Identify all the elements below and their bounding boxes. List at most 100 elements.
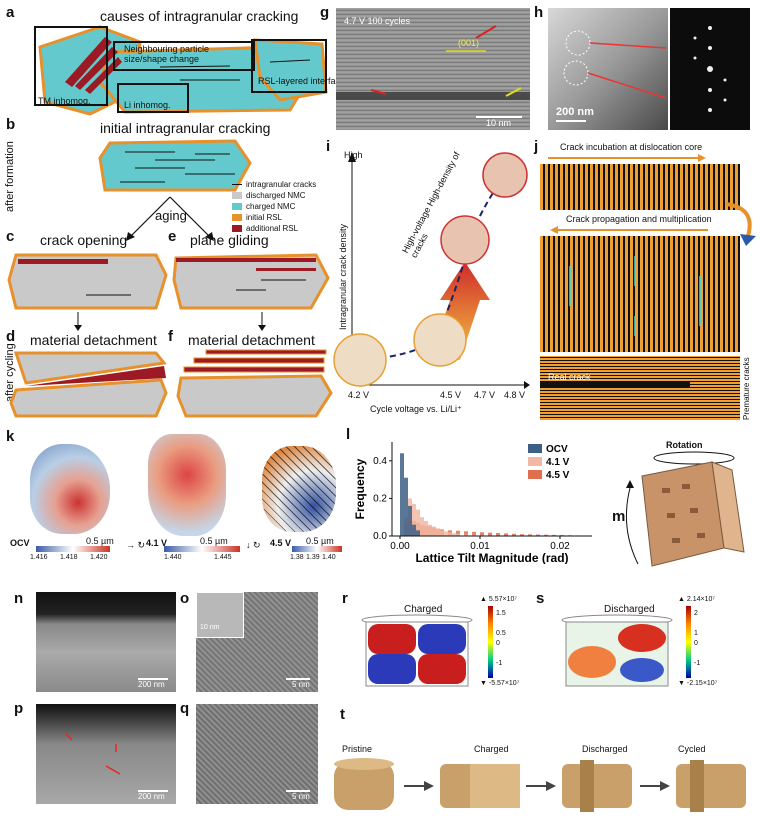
y-tick-label: 0.0 [373,531,387,542]
g-scale: 10 nm [486,118,512,128]
s-tick: 1 [694,630,698,637]
panel-m-label: m [612,508,626,525]
bar-4.5v [464,531,468,536]
s-min: ▼ -2.15×10⁷ [678,680,718,687]
s-tick: 0 [694,640,698,647]
bar-ocv [404,477,408,536]
panel-q-label: q [180,700,190,717]
n-scalebar [138,678,168,680]
panel-r-label: r [342,590,348,607]
legend-swatch [528,444,542,453]
r-tick: 0 [496,640,500,647]
p-scale: 200 nm [138,792,165,801]
panel-a-diagram [34,25,328,116]
r-min: ▼ -5.57×10⁷ [480,680,520,687]
r-tick: 0.5 [496,630,506,637]
i-xtick: 4.2 V [348,390,370,400]
panel-o-micrograph: 10 nm 5 nm [196,592,318,692]
i-xlabel: Cycle voltage vs. Li/Li⁺ [370,404,462,414]
panel-p-label: p [14,700,24,717]
o-scale: 5 nm [292,680,310,689]
r-colorbar [488,606,493,678]
k-tick: 1.420 [90,554,108,561]
legend-swatch [528,470,542,479]
s-colorbar [686,606,691,678]
h-scale: 200 nm [556,106,594,118]
bar-4.1v [444,531,448,536]
k-41-scale: 0.5 µm [200,536,228,546]
panel-n-micrograph: 200 nm [36,592,176,692]
k-41-name: 4.1 V [146,538,168,548]
s-tick: -1 [694,660,701,667]
panel-b-label: b [6,116,16,133]
r-title: Charged [404,604,443,615]
y-tick-label: 0.4 [373,456,387,467]
o-inset-scale: 10 nm [200,624,220,631]
x-tick-label: 0.00 [390,541,410,552]
panel-g-label: g [320,4,330,21]
legend-label: OCV [546,444,568,455]
bar-4.5v [536,534,540,536]
panel-c-title: crack opening [40,232,128,248]
a-box-tm: TM inhomog. [38,96,91,106]
i-xtick: 4.8 V [504,390,526,400]
s-title: Discharged [604,604,655,615]
a-box-li: Li inhomog. [124,100,171,110]
h-scalebar [556,120,586,122]
legend-item: additional RSL [232,224,298,233]
panel-a-label: a [6,4,15,21]
panel-s-label: s [536,590,545,607]
k-cbar-45 [292,546,342,552]
bar-ocv [408,505,412,536]
j-real-crack: Real crack [548,372,591,382]
k-map-41 [148,434,226,536]
g-condition: 4.7 V 100 cycles [344,16,411,26]
bar-ocv [412,524,416,536]
legend-swatch [528,457,542,466]
x-tick-label: 0.01 [470,541,490,552]
panel-b-title: initial intragranular cracking [100,120,271,136]
panel-c-label: c [6,228,15,245]
panel-j-label: j [534,138,539,155]
k-tick: 1.445 [214,554,232,561]
bar-4.1v [428,524,432,536]
y-axis-label: Frequency [353,458,367,519]
legend-label: 4.1 V [546,457,570,468]
panel-q-micrograph: 5 nm [196,704,318,804]
k-tick: 1.418 [60,554,78,561]
panel-i-plot [333,152,530,389]
panel-h-micrograph: 200 nm [548,8,668,130]
s-field [561,614,673,687]
j-curved-arrow [725,202,756,246]
panel-h-label: h [534,4,544,21]
k-45-scale: 0.5 µm [306,536,334,546]
k-tick: 1.416 [30,554,48,561]
k-map-ocv [30,444,110,534]
bar-4.5v [480,532,484,536]
bar-4.5v [472,531,476,536]
bar-4.5v [552,534,556,536]
y-tick-label: 0.2 [373,493,387,504]
r-field [361,614,473,687]
i-xtick: 4.7 V [474,390,496,400]
bar-4.1v [420,517,424,536]
k-cbar-ocv [36,546,110,552]
j-row2 [540,236,740,352]
bar-4.1v [424,520,428,536]
bar-4.1v [448,532,452,536]
panel-g-micrograph: 4.7 V 100 cycles (001) 10 nm [336,8,530,130]
o-scalebar [286,678,310,680]
aging-label: aging [155,208,187,223]
x-tick-label: 0.02 [550,541,570,552]
panel-e-title: plane gliding [190,232,269,248]
q-scalebar [286,790,310,792]
j-arrow1 [548,154,706,162]
bar-ocv [416,530,420,536]
g-plane: (001) [458,38,480,48]
r-tick: 1.5 [496,610,506,617]
panel-t-label: t [340,706,345,723]
rotation-icon-y: → ↻ [126,540,146,550]
panel-d-title: material detachment [30,332,157,348]
panel-o-label: o [180,590,190,607]
